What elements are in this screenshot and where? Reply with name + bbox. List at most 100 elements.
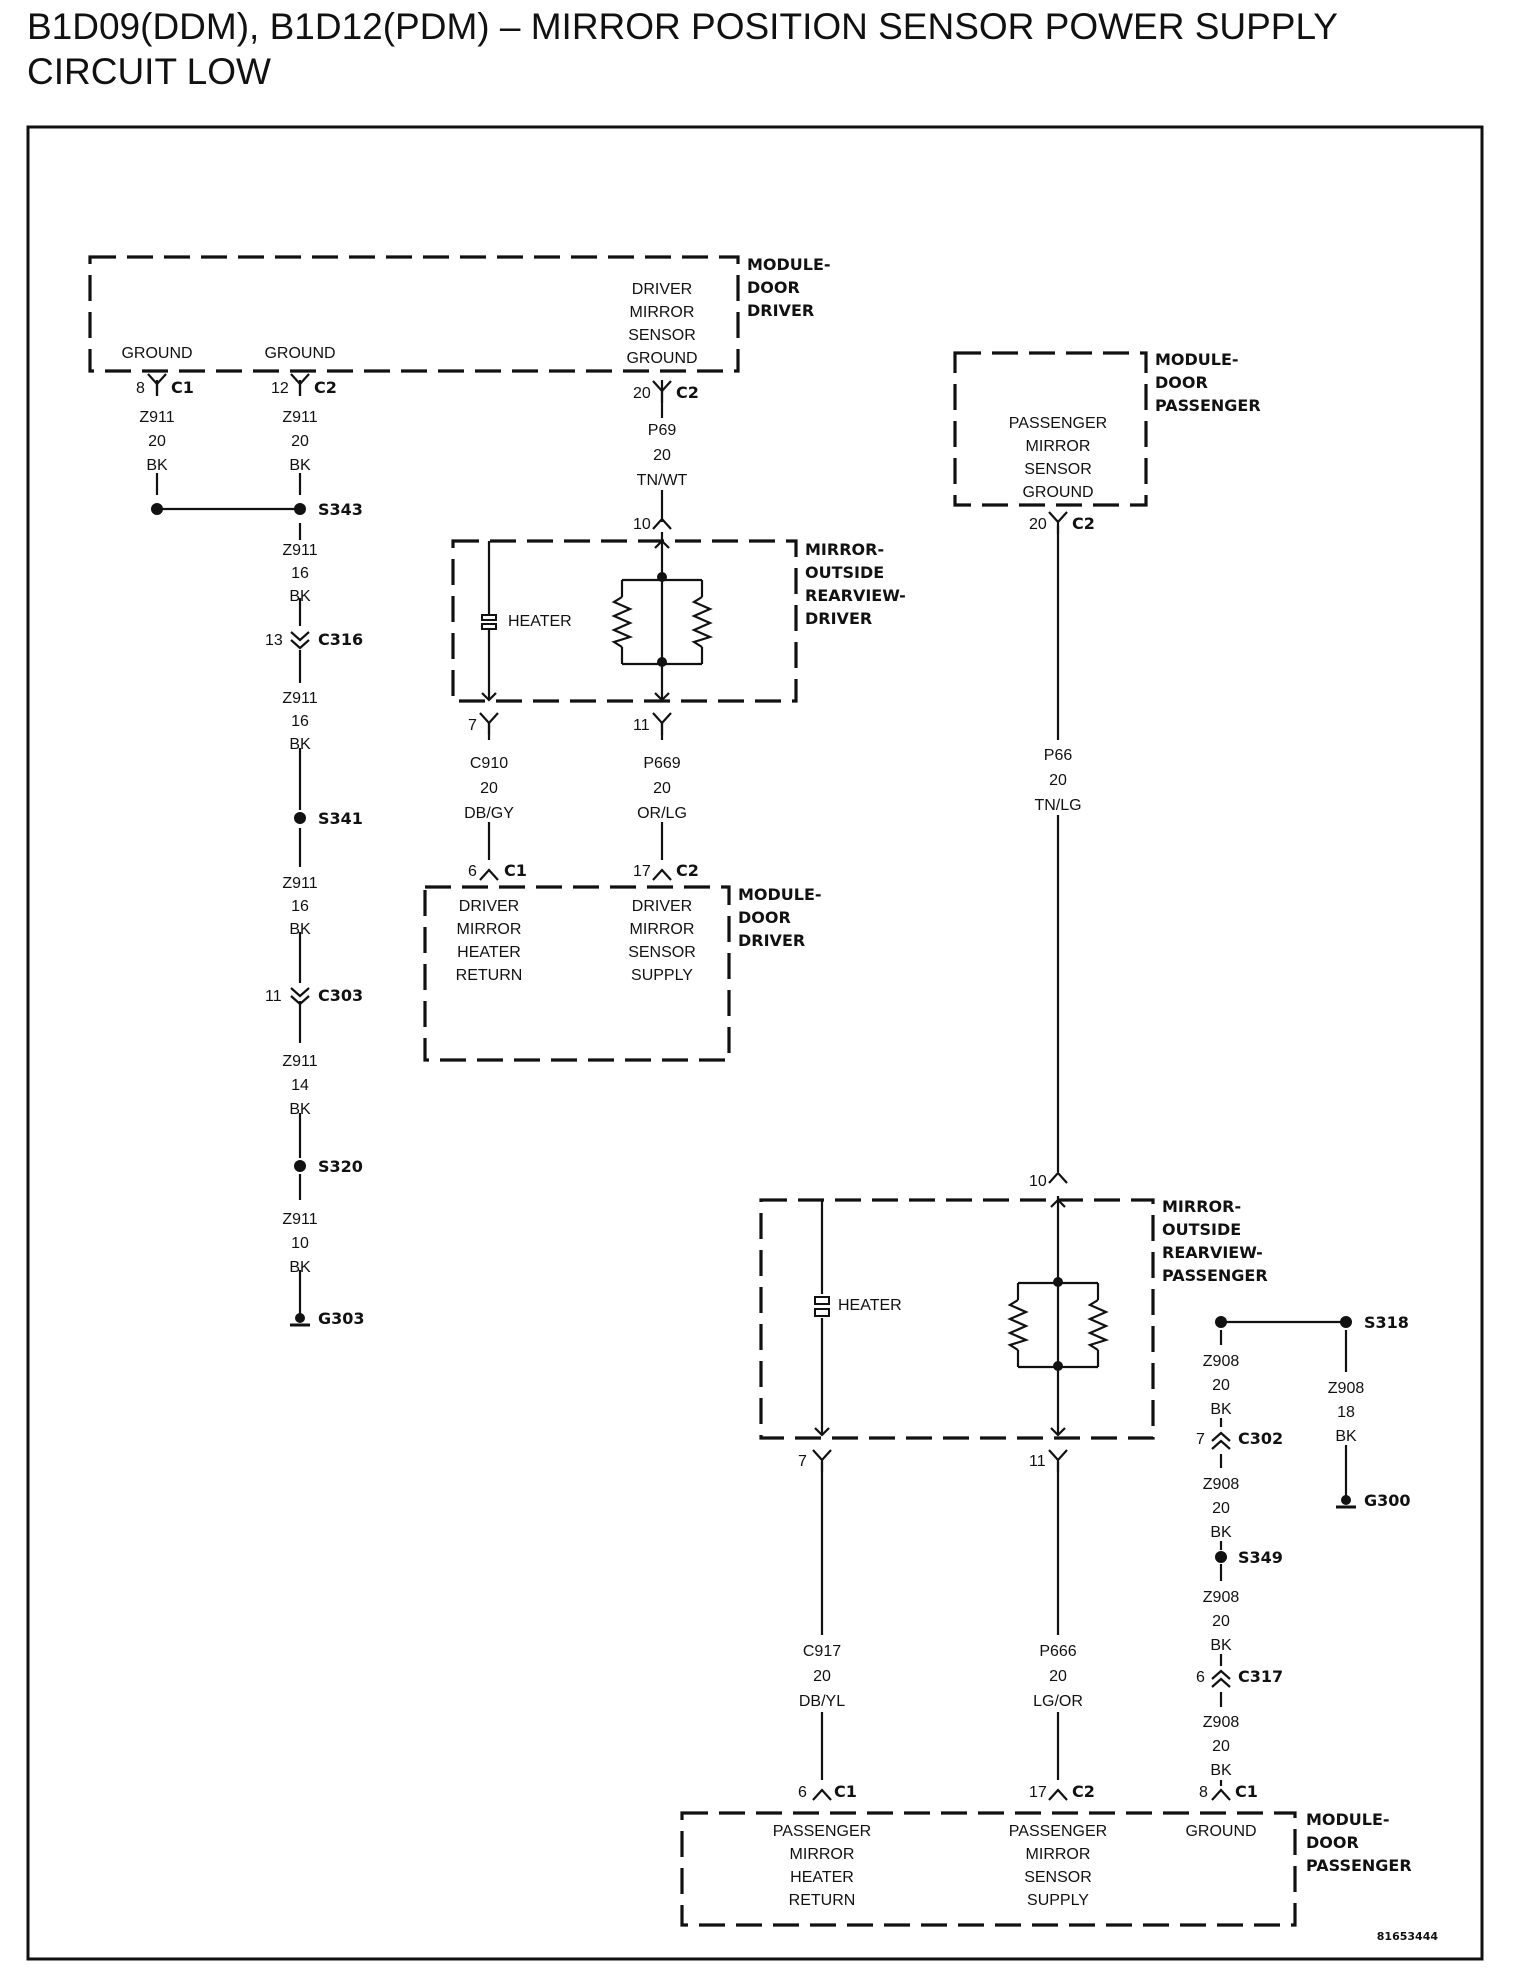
svg-text:DOOR: DOOR [738,908,791,927]
svg-text:GROUND: GROUND [1022,484,1093,501]
module-door-passenger-bottom-box [680,1811,1297,1927]
wire-label: P69 20 TN/WT [637,422,688,489]
splice-dot [294,812,306,824]
connector-pin: 11 [265,988,282,1005]
svg-text:OR/LG: OR/LG [637,805,687,822]
svg-text:BK: BK [289,457,311,474]
connector-name: C2 [314,378,337,397]
svg-text:20: 20 [1049,1668,1067,1685]
sensor-resistor-icon [1007,1299,1030,1351]
splice-dot [294,503,306,515]
ground-icon [1336,1492,1356,1509]
connector-symbol-icon [1048,511,1068,534]
connector-pin: 17 [633,863,651,880]
svg-text:HEATER: HEATER [457,944,521,961]
connector-name: C316 [318,630,363,649]
svg-text:10: 10 [291,1235,309,1252]
svg-text:BK: BK [289,588,311,605]
inline-connector-icon [290,987,310,1006]
svg-text:P666: P666 [1039,1643,1076,1660]
svg-text:SENSOR: SENSOR [628,944,696,961]
module-door-passenger-bottom-label: MODULE- DOOR PASSENGER [1306,1810,1412,1875]
svg-text:DRIVER: DRIVER [805,609,872,628]
module-door-driver-bottom-label: MODULE- DOOR DRIVER [738,885,822,950]
connector-symbol-icon [652,380,672,403]
connector-pin: 7 [1196,1431,1205,1448]
svg-text:BK: BK [289,736,311,753]
arrow-icon [654,539,670,549]
connector-symbol-icon [479,712,499,735]
svg-text:PASSENGER: PASSENGER [1306,1856,1412,1875]
splice-label: S343 [318,500,363,519]
wire-label: Z911 16 BK [282,542,317,605]
mirror-passenger-box [759,1198,1155,1440]
svg-text:DRIVER: DRIVER [747,301,814,320]
connector-pin: 11 [633,717,650,734]
figure-code: 81653444 [1377,1930,1439,1943]
svg-text:SENSOR: SENSOR [1024,1869,1092,1886]
svg-text:SENSOR: SENSOR [1024,461,1092,478]
svg-text:LG/OR: LG/OR [1033,1693,1083,1710]
connector-symbol-icon [1048,1449,1068,1472]
connector-pin: 6 [1196,1669,1205,1686]
module-door-passenger-top-label: MODULE- DOOR PASSENGER [1155,350,1261,415]
splice-dot [151,503,163,515]
connector-pin: 7 [798,1453,807,1470]
svg-text:Z911: Z911 [282,875,317,892]
pin-label: DRIVER MIRROR HEATER RETURN [456,898,523,984]
svg-text:Z911: Z911 [139,409,174,426]
svg-text:20: 20 [1212,1613,1230,1630]
svg-text:SENSOR: SENSOR [628,327,696,344]
svg-text:C910: C910 [470,755,508,772]
svg-text:PASSENGER: PASSENGER [1009,1823,1107,1840]
arrow-icon [814,1427,830,1437]
svg-text:Z911: Z911 [282,409,317,426]
svg-text:C917: C917 [803,1643,841,1660]
arrow-icon [654,692,670,702]
svg-text:20: 20 [148,433,166,450]
connector-symbol-icon [1211,1788,1231,1801]
svg-text:20: 20 [1212,1377,1230,1394]
module-door-driver-bottom-box [423,885,731,1062]
connector-name: C2 [676,383,699,402]
junction-dot [1053,1361,1063,1371]
wire-label: P66 20 TN/LG [1034,747,1081,814]
connector-name: C303 [318,986,363,1005]
connector-name: C2 [676,861,699,880]
svg-text:16: 16 [291,898,309,915]
svg-text:DB/GY: DB/GY [464,805,514,822]
svg-text:Z908: Z908 [1203,1589,1240,1606]
svg-text:DRIVER: DRIVER [459,898,519,915]
connector-symbol-icon [1048,1788,1068,1801]
wire-label: Z908 20 BK [1203,1353,1240,1418]
svg-text:BK: BK [1210,1637,1232,1654]
svg-text:SUPPLY: SUPPLY [631,967,693,984]
svg-text:MIRROR-: MIRROR- [805,540,884,559]
connector-pin: 11 [1029,1453,1046,1470]
svg-text:DB/YL: DB/YL [799,1693,845,1710]
mirror-passenger-label: MIRROR- OUTSIDE REARVIEW- PASSENGER [1162,1197,1268,1285]
pin-label: DRIVER MIRROR SENSOR SUPPLY [628,898,696,984]
junction-dot [657,657,667,667]
connector-symbol-icon [652,712,672,735]
sensor-resistor-icon [1087,1299,1110,1351]
svg-text:20: 20 [480,780,498,797]
pin-label: GROUND [1185,1823,1256,1840]
svg-text:BK: BK [1210,1401,1232,1418]
wire-label: Z911 10 BK [282,1211,317,1276]
connector-symbol-icon [1048,1171,1068,1184]
svg-text:20: 20 [653,447,671,464]
connector-name: C1 [504,861,527,880]
svg-text:BK: BK [289,921,311,938]
svg-text:Z908: Z908 [1328,1380,1365,1397]
module-door-driver-top-box [88,255,740,373]
svg-text:RETURN: RETURN [456,967,523,984]
heater-element-icon [481,614,497,630]
connector-pin: 20 [633,385,651,402]
svg-text:HEATER: HEATER [790,1869,854,1886]
svg-text:MIRROR-: MIRROR- [1162,1197,1241,1216]
svg-text:TN/LG: TN/LG [1034,797,1081,814]
svg-text:20: 20 [1212,1500,1230,1517]
svg-text:MODULE-: MODULE- [1306,1810,1390,1829]
